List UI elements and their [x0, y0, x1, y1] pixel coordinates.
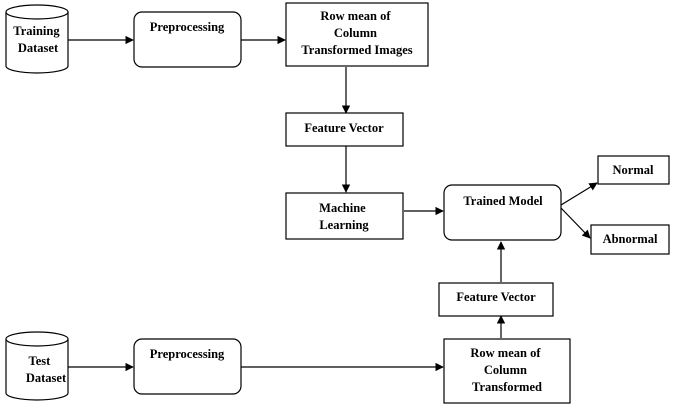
feature-vector-top-label: Feature Vector: [304, 121, 384, 135]
edges: [68, 35, 598, 372]
preprocessing-top-node: Preprocessing: [133, 11, 242, 68]
trained-model-node: Trained Model: [443, 184, 562, 241]
machine-learning-label: Machine Learning: [319, 201, 369, 232]
trained-model-label: Trained Model: [463, 194, 543, 208]
test-dataset-label: Test Dataset: [26, 354, 67, 385]
preprocessing-bottom-label: Preprocessing: [150, 347, 225, 361]
feature-vector-bottom-node: Feature Vector: [438, 282, 554, 317]
test-dataset-node: Test Dataset: [5, 331, 69, 401]
edge-trainedmodel-to-normal: [560, 182, 598, 206]
preprocessing-top-label: Preprocessing: [150, 20, 225, 34]
machine-learning-node: Machine Learning: [285, 192, 404, 240]
normal-node: Normal: [597, 155, 670, 185]
row-mean-bottom-label: Row mean of Column Transformed: [470, 346, 543, 394]
row-mean-top-label: Row mean of Column Transformed Images: [301, 9, 412, 57]
feature-vector-top-node: Feature Vector: [285, 112, 404, 147]
row-mean-top-node: Row mean of Column Transformed Images: [285, 2, 429, 67]
abnormal-node: Abnormal: [590, 224, 670, 255]
feature-vector-bottom-label: Feature Vector: [456, 290, 536, 304]
abnormal-label: Abnormal: [603, 232, 658, 246]
edge-trainedmodel-to-abnormal: [560, 207, 591, 239]
training-dataset-node: Training Dataset: [5, 4, 69, 74]
preprocessing-bottom-node: Preprocessing: [133, 338, 242, 395]
row-mean-bottom-node: Row mean of Column Transformed: [443, 338, 571, 404]
training-dataset-label: Training Dataset: [13, 24, 62, 55]
normal-label: Normal: [613, 163, 654, 177]
